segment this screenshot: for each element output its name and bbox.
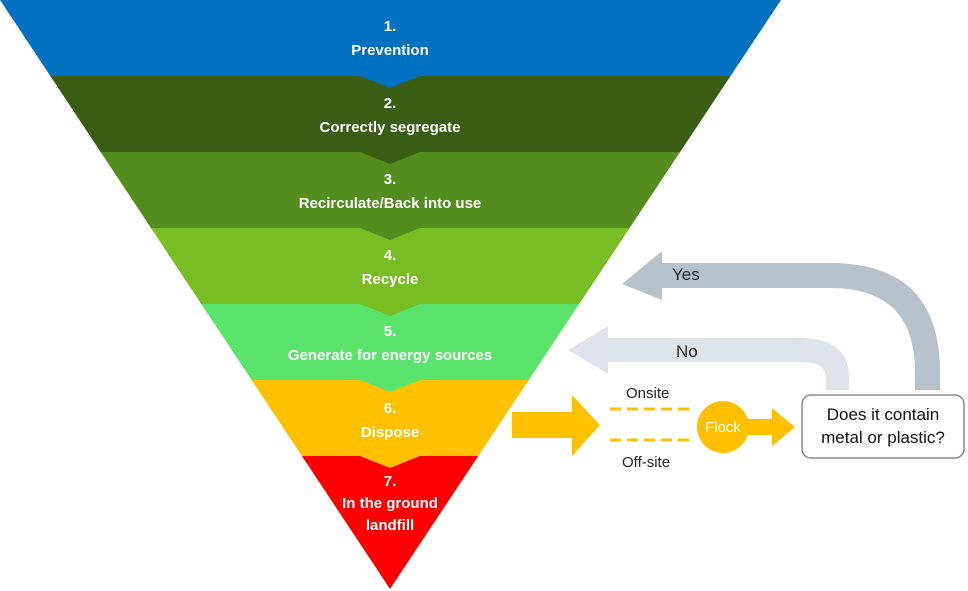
tier-1-number: 1.: [384, 18, 397, 35]
tier-5-label: Generate for energy sources: [288, 347, 492, 364]
yes-arrow: [622, 251, 940, 390]
offsite-label: Off-site: [622, 454, 670, 471]
question-line2: metal or plastic?: [821, 428, 945, 447]
tier-4-notch: [360, 304, 420, 316]
flock-label: Flock: [705, 419, 741, 436]
dispose-arrow: [512, 395, 600, 456]
tier-5-notch: [360, 380, 420, 392]
onsite-label: Onsite: [626, 385, 669, 402]
tier-4-label: Recycle: [362, 271, 419, 288]
tier-2-label: Correctly segregate: [320, 119, 461, 136]
tier-6-number: 6.: [384, 400, 397, 417]
tier-7-number: 7.: [384, 473, 397, 490]
tier-3-notch: [360, 228, 420, 240]
tier-3-number: 3.: [384, 171, 397, 188]
tier-7-label-line2: landfill: [366, 517, 414, 534]
yes-label: Yes: [672, 265, 700, 284]
tier-2-notch: [360, 152, 420, 164]
tier-1-label: Prevention: [351, 42, 429, 59]
tier-3-label: Recirculate/Back into use: [299, 195, 482, 212]
tier-4-number: 4.: [384, 247, 397, 264]
no-arrow: [568, 326, 849, 390]
flock-arrow: [747, 408, 795, 446]
question-box: [801, 394, 965, 459]
tier-6-label: Dispose: [361, 424, 419, 441]
tier-1-band: [0, 0, 781, 78]
tier-5-number: 5.: [384, 323, 397, 340]
tier-1-notch: [360, 76, 420, 88]
tier-2-band: [0, 76, 781, 154]
tier-6-notch: [360, 456, 420, 468]
no-label: No: [676, 342, 698, 361]
tier-7-label-line1: In the ground: [342, 495, 438, 512]
question-line1: Does it contain: [827, 405, 939, 424]
flock-circle: [697, 401, 749, 453]
tier-2-number: 2.: [384, 95, 397, 112]
